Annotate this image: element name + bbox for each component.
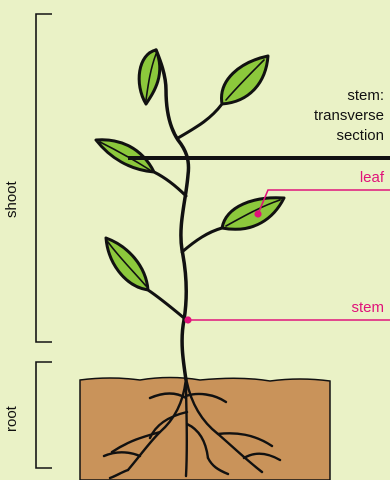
plant-stem	[156, 50, 189, 380]
leaf-label: leaf	[360, 168, 384, 187]
leaf-pointer-dot	[254, 210, 261, 217]
stem-section-label-line-2: transverse	[314, 106, 384, 125]
soil	[80, 378, 330, 480]
stem-section-label-line-3: section	[336, 126, 384, 145]
shoot-label: shoot	[2, 181, 21, 218]
stem-section-label-line-1: stem:	[347, 86, 384, 105]
stem-label: stem	[351, 298, 384, 317]
shoot-bracket	[36, 14, 52, 342]
root-label: root	[2, 406, 21, 432]
stem-pointer-dot	[184, 316, 191, 323]
root-bracket	[36, 362, 52, 468]
